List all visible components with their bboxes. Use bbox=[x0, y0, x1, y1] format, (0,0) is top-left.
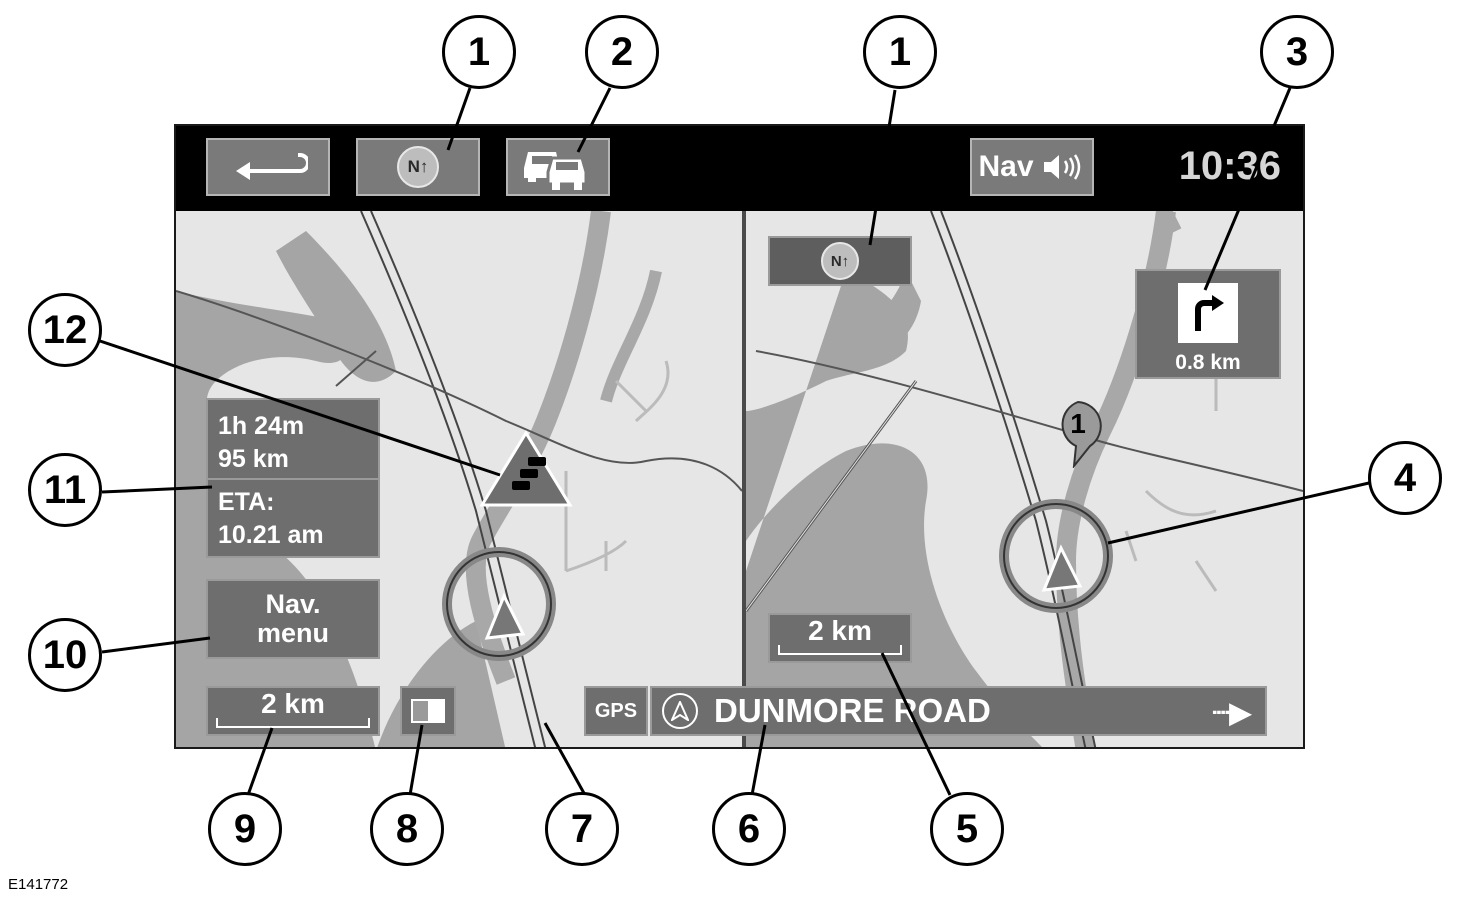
back-button[interactable] bbox=[206, 138, 330, 196]
callout-8: 8 bbox=[370, 792, 444, 866]
vehicle-position-marker-right bbox=[999, 499, 1113, 613]
callout-2: 2 bbox=[585, 15, 659, 89]
eta-time: 10.21 am bbox=[218, 521, 324, 549]
turn-right-icon bbox=[1178, 283, 1238, 343]
waypoint-number: 1 bbox=[1070, 408, 1086, 439]
split-view-button[interactable] bbox=[400, 686, 456, 736]
turn-distance: 0.8 km bbox=[1175, 351, 1241, 374]
journey-time: 1h 24m bbox=[218, 412, 305, 440]
nav-audio-label: Nav bbox=[978, 150, 1034, 183]
figure-id: E141772 bbox=[8, 876, 69, 893]
callout-9: 9 bbox=[208, 792, 282, 866]
back-arrow-icon bbox=[236, 153, 308, 180]
nav-menu-line1: Nav. bbox=[265, 589, 321, 619]
callout-12: 12 bbox=[28, 293, 102, 367]
top-bar: N↑ Nav 10:36 bbox=[176, 126, 1303, 211]
callout-1: 1 bbox=[442, 15, 516, 89]
street-bar: GPS DUNMORE ROAD ┈▶ bbox=[584, 686, 1267, 736]
split-screen-icon bbox=[411, 699, 445, 723]
speaker-icon bbox=[1043, 154, 1080, 180]
scale-bar bbox=[778, 645, 902, 655]
current-street-bar[interactable]: DUNMORE ROAD ┈▶ bbox=[650, 686, 1267, 736]
distance-remaining: 95 km bbox=[218, 445, 289, 473]
callout-6: 6 bbox=[712, 792, 786, 866]
left-scale-label: 2 km bbox=[261, 688, 325, 719]
callout-10: 10 bbox=[28, 618, 102, 692]
left-map-view[interactable]: 1h 24m 95 km ETA: 10.21 am Nav. menu 2 k… bbox=[176, 211, 742, 747]
right-scale-label: 2 km bbox=[808, 615, 872, 646]
callout-11: 11 bbox=[28, 453, 102, 527]
map-orientation-button[interactable]: N↑ bbox=[356, 138, 480, 196]
eta-label: ETA: bbox=[218, 488, 275, 516]
nav-menu-line2: menu bbox=[256, 618, 329, 648]
waypoint-pin-icon bbox=[1061, 400, 1102, 470]
callout-5: 5 bbox=[930, 792, 1004, 866]
next-turn-panel[interactable]: 0.8 km bbox=[1135, 269, 1281, 379]
traffic-cars-icon bbox=[524, 152, 588, 190]
callout-1b: 1 bbox=[863, 15, 937, 89]
waypoint-marker[interactable]: 1 bbox=[1048, 398, 1108, 470]
map-divider bbox=[742, 211, 746, 747]
traffic-button[interactable] bbox=[506, 138, 610, 196]
street-name: DUNMORE ROAD bbox=[714, 692, 991, 729]
right-map-scale[interactable]: 2 km bbox=[768, 613, 912, 663]
vehicle-position-marker bbox=[442, 547, 556, 661]
nav-audio-button[interactable]: Nav bbox=[970, 138, 1094, 196]
callout-3: 3 bbox=[1260, 15, 1334, 89]
north-up-icon: N↑ bbox=[397, 146, 439, 188]
navigation-screen: N↑ Nav 10:36 bbox=[174, 124, 1305, 749]
compass-icon bbox=[662, 693, 698, 729]
traffic-jam-warning-icon[interactable] bbox=[479, 430, 573, 507]
scale-bar bbox=[216, 718, 370, 728]
nav-menu-button[interactable]: Nav. menu bbox=[206, 579, 380, 659]
callout-4: 4 bbox=[1368, 441, 1442, 515]
info-divider bbox=[208, 478, 378, 480]
right-map-orientation-button[interactable]: N↑ bbox=[768, 236, 912, 286]
north-up-icon: N↑ bbox=[821, 242, 859, 280]
dotted-arrow-icon[interactable]: ┈▶ bbox=[1212, 697, 1251, 728]
callout-7: 7 bbox=[545, 792, 619, 866]
left-map-scale[interactable]: 2 km bbox=[206, 686, 380, 736]
gps-status[interactable]: GPS bbox=[584, 686, 648, 736]
right-map-view[interactable]: N↑ 0.8 km 1 2 km bbox=[746, 211, 1303, 747]
